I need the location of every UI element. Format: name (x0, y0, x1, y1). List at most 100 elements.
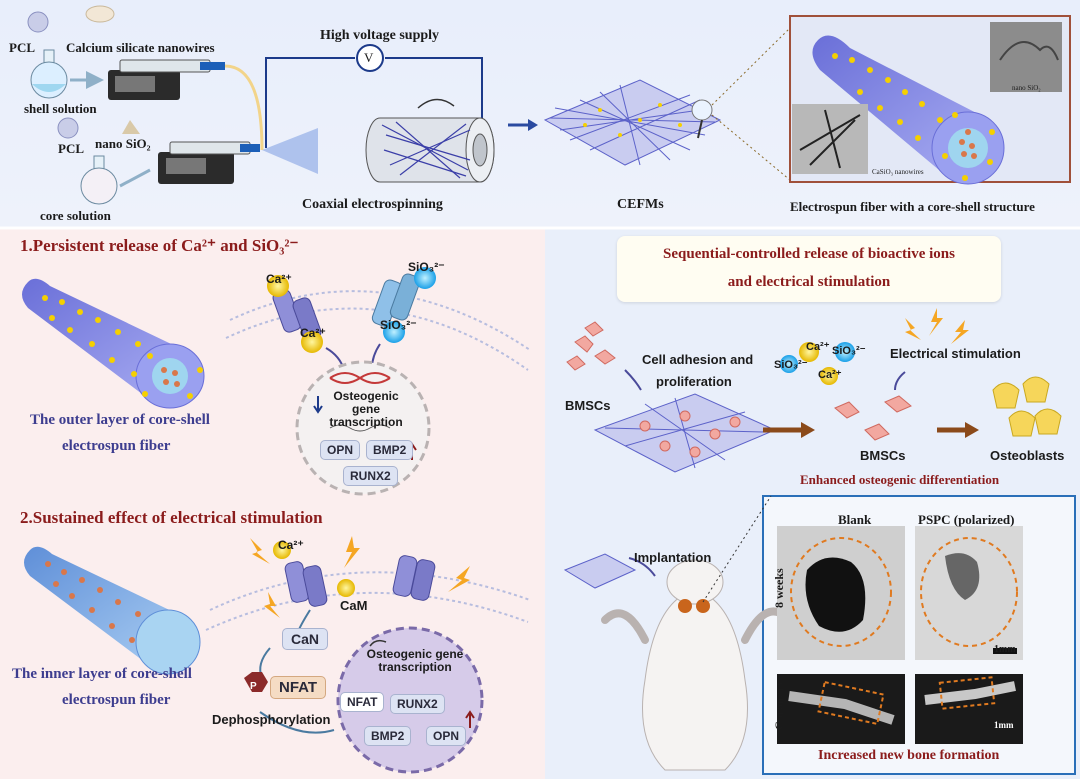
silicate-ion-icon (835, 342, 855, 362)
enhanced-differentiation-label: Enhanced osteogenic differentiation (800, 472, 1000, 487)
blank-label: Blank (838, 512, 872, 527)
collector-drum-icon (365, 98, 495, 183)
ca-ion-label: Ca²⁺ (278, 538, 304, 552)
core-flask-icon (80, 155, 118, 205)
inner-fiber-caption-1: The inner layer of core-shell (12, 666, 192, 682)
sio2-tem-image (990, 22, 1062, 92)
weeks-label: 8 weeks (772, 568, 786, 608)
bmp2-box: BMP2 (366, 440, 414, 460)
section1-diagram (22, 267, 531, 496)
runx2-box: RUNX2 (343, 466, 398, 486)
top-process-diagram (27, 5, 1071, 205)
ion-sio3-top: SiO₃²⁻ (408, 260, 445, 274)
opn-box: OPN (320, 440, 361, 460)
lightning-icon (250, 536, 470, 618)
inset-casio3-label: CaSiO₃ nanowires (872, 168, 924, 176)
section1-title: 1.Persistent release of Ca²⁺ and SiO₃²⁻ (20, 236, 299, 255)
runx2-inner-box: RUNX2 (390, 694, 445, 714)
pcl-label-shell: PCL (9, 40, 35, 55)
dephosphorylation-label: Dephosphorylation (212, 712, 331, 727)
p-label: P (250, 681, 257, 692)
coaxial-electrospinning-label: Coaxial electrospinning (302, 197, 443, 212)
bmscs-label-a: BMSCs (565, 398, 611, 413)
gene-transcription-label-1: Osteogenic gene transcription (329, 389, 403, 429)
bmsc-cell-icon (566, 321, 616, 371)
ion-ca-a: Ca²⁺ (806, 341, 830, 353)
nucleus-icon (295, 360, 431, 496)
silicate-ion-icon (383, 321, 405, 343)
silicate-channel-icon (371, 273, 421, 327)
nano-sio2-powder-icon (122, 120, 140, 134)
implantation-label: Implantation (634, 550, 712, 565)
electrical-stimulation-label: Electrical stimulation (890, 346, 1021, 361)
silicate-ion-icon (780, 355, 798, 373)
scaffold-with-cells-icon (593, 393, 777, 473)
calcium-silicate-label: Calcium silicate nanowires (66, 40, 215, 55)
pcl-pellet-icon (57, 117, 79, 139)
silicate-ion-icon (414, 267, 436, 289)
nano-sio2-label: nano SiO₂ (95, 136, 151, 151)
syringe-pump-core-icon (158, 141, 260, 184)
scale-bar-b: 1mm (994, 720, 1014, 730)
bmp2-inner-box: BMP2 (364, 726, 412, 746)
casio3-tem-image (792, 104, 868, 174)
calcium-ion-icon (337, 579, 355, 597)
calcium-silicate-powder-icon (85, 5, 115, 23)
shell-solution-label: shell solution (24, 101, 97, 116)
gene-transcription-label-2: Osteogenic gene transcription (366, 647, 464, 674)
nfat-inner-box: NFAT (340, 692, 385, 712)
opn-inner-box: OPN (426, 726, 467, 746)
ion-sio3-a: SiO₃²⁻ (832, 345, 866, 357)
rat-icon (601, 559, 789, 771)
osteoblast-icon (992, 376, 1062, 437)
ion-sio3-b: SiO₃²⁻ (774, 359, 808, 371)
calcium-ion-icon (799, 342, 819, 362)
can-box: CaN (282, 628, 329, 650)
voltmeter-symbol: V (364, 50, 374, 65)
lightning-icon (905, 308, 969, 344)
core-shell-fiber-icon (812, 35, 1005, 185)
phosphate-hexagon-icon (244, 672, 268, 692)
ion-ca-top: Ca²⁺ (266, 272, 292, 286)
increased-bone-label: Increased new bone formation (818, 748, 1000, 763)
bmsc-cell-icon (834, 395, 912, 441)
syringe-pump-shell-icon (108, 59, 264, 151)
coronary-label: Coronary (772, 680, 786, 730)
implant-scaffold-icon (563, 553, 637, 589)
core-shell-caption: Electrospun fiber with a core-shell stru… (790, 199, 1035, 214)
voltmeter-icon (356, 44, 384, 72)
shell-flask-icon (30, 49, 68, 99)
cefms-label: CEFMs (617, 197, 664, 212)
cefms-mesh-icon (543, 79, 722, 166)
high-voltage-label: High voltage supply (320, 28, 440, 43)
nfat-box: NFAT (270, 676, 327, 699)
magnifier-icon (691, 99, 713, 121)
pcl-pellet-icon (27, 11, 49, 33)
calcium-ion-icon (267, 275, 289, 297)
inner-fiber-icon (24, 546, 201, 675)
sequential-title-1: Sequential-controlled release of bioacti… (663, 246, 955, 262)
ion-ca-bottom: Ca²⁺ (300, 326, 326, 340)
inset-sio2-label: nano SiO₂ (1012, 84, 1041, 92)
section2-title: 2.Sustained effect of electrical stimula… (20, 508, 323, 527)
channel-icon (284, 555, 436, 607)
cam-label: CaM (340, 598, 368, 613)
core-solution-label: core solution (40, 208, 111, 223)
inner-fiber-caption-2: electrospun fiber (62, 692, 171, 708)
taylor-cone-icon (262, 128, 318, 174)
cell-adhesion-label-1: Cell adhesion and (642, 352, 754, 367)
sequential-banner (617, 236, 1001, 302)
cell-adhesion-label-2: proliferation (656, 374, 732, 389)
pcl-label-core: PCL (58, 141, 84, 156)
ct-blank-coronary (777, 674, 905, 744)
sequential-title-2: and electrical stimulation (727, 274, 891, 290)
osteoblasts-label: Osteoblasts (990, 448, 1065, 463)
right-diagram (563, 308, 1076, 775)
outer-fiber-caption-1: The outer layer of core-shell (30, 412, 210, 428)
calcium-ion-icon (273, 541, 291, 559)
scale-bar-a: 1mm (994, 644, 1016, 655)
calcium-ion-icon (301, 331, 323, 353)
calcium-ion-icon (820, 367, 838, 385)
bmscs-label-b: BMSCs (860, 448, 906, 463)
outer-fiber-caption-2: electrospun fiber (62, 438, 171, 454)
